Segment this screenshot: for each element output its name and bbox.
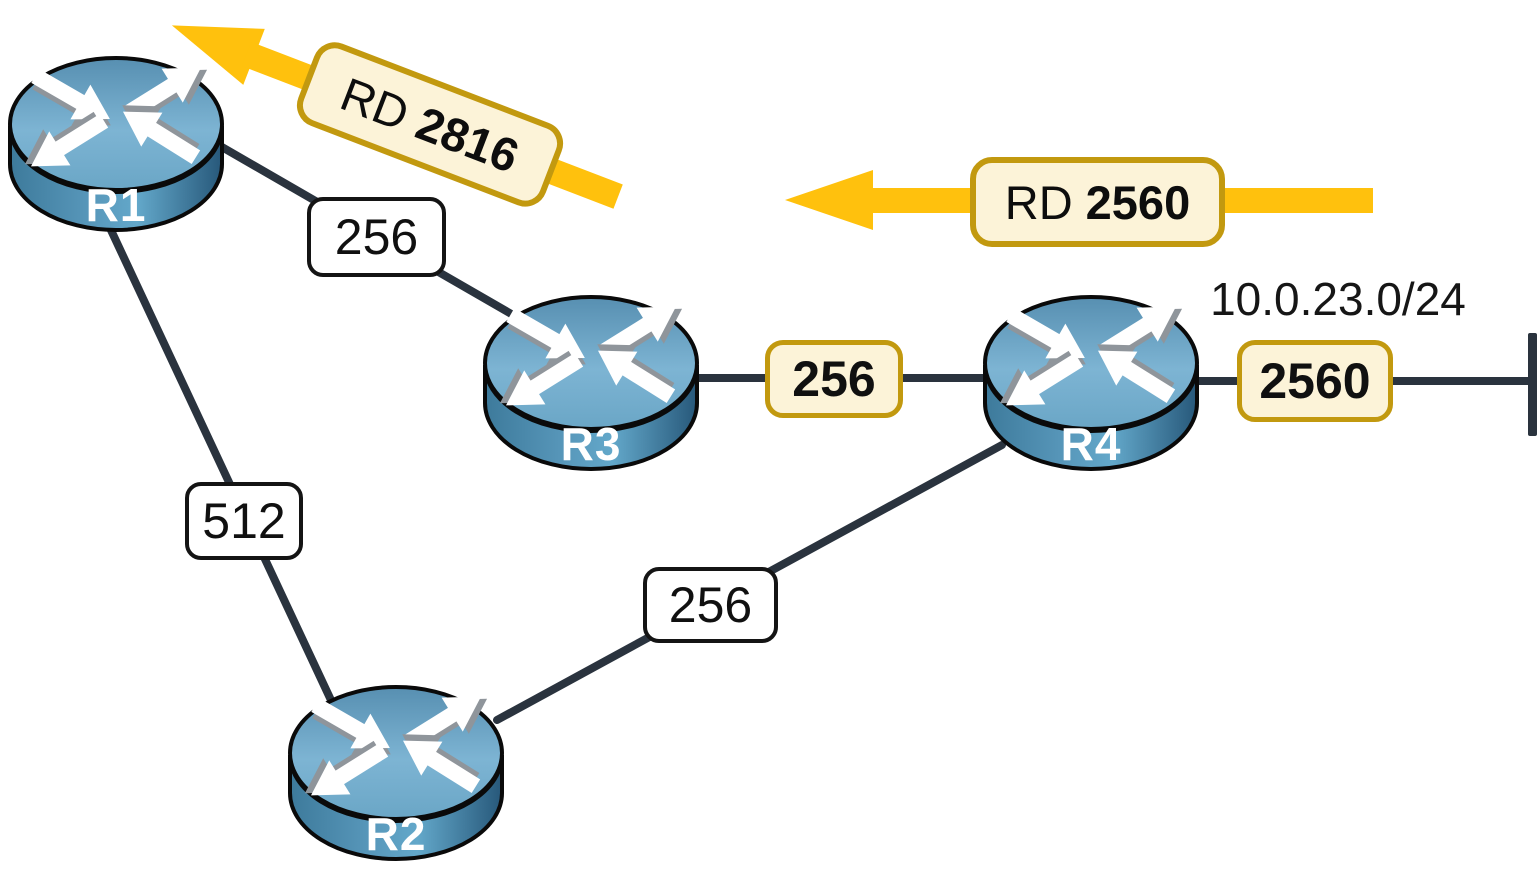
rd-value: 2816 [409, 95, 527, 183]
router-r1-label: R1 [85, 179, 147, 231]
rd-value: 2560 [1085, 175, 1191, 229]
router-r2-label: R2 [365, 808, 427, 860]
router-r4-label: R4 [1060, 418, 1122, 470]
cost-label-r4-lan: 2560 [1237, 340, 1393, 422]
rd-prefix: RD [333, 66, 417, 141]
lan-segment-bar [1528, 333, 1537, 436]
route-advertisement-rd-2560: RD 2560 [782, 154, 1373, 247]
network-prefix-label: 10.0.23.0/24 [1210, 273, 1466, 325]
rd-prefix: RD [1004, 175, 1073, 229]
router-r4: R4 [981, 291, 1201, 477]
cost-label-r1-r2: 512 [185, 482, 303, 560]
cost-label-r3-r4: 256 [765, 340, 903, 418]
router-r3: R3 [481, 291, 701, 477]
router-r1: R1 [6, 52, 226, 238]
router-r2: R2 [286, 681, 506, 867]
cost-label-r1-r3: 256 [307, 197, 446, 277]
arrow-head-icon [785, 170, 873, 230]
router-r3-label: R3 [560, 418, 622, 470]
link-r1-r2 [106, 224, 341, 717]
cost-label-r2-r4: 256 [643, 567, 778, 643]
rd-2560-plate: RD 2560 [970, 157, 1225, 247]
